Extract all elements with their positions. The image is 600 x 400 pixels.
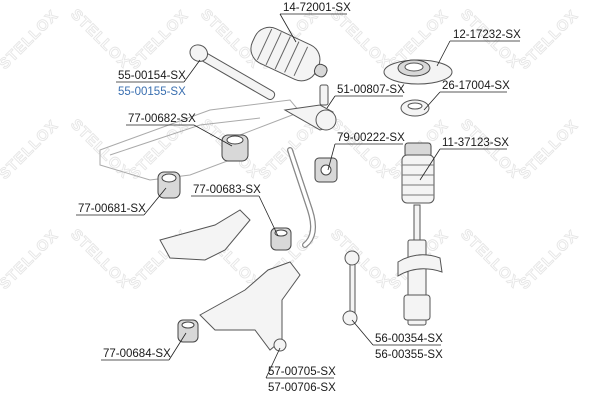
watermark-text: STELLOX [0,227,62,293]
label-bearing[interactable]: 26-17004-SX [442,80,510,92]
label-strut-mount[interactable]: 12-17232-SX [453,29,521,41]
watermark-text: STELLOX [0,7,62,73]
control-arm-part [199,261,301,351]
watermark-text: STELLOX [327,6,393,72]
ball-joint-part [273,338,287,352]
tie-rod-part [189,44,276,100]
bushing-684-part [177,319,199,343]
label-tie-rod-2[interactable]: 55-00155-SX [118,86,186,98]
strut-mount-part [383,59,453,85]
leader-lines [76,13,520,379]
label-stab-bushing[interactable]: 79-00222-SX [337,132,405,144]
watermark-text: STELLOX [126,117,192,183]
bump-stop-part [401,142,435,204]
label-bushing-682[interactable]: 77-00682-SX [128,113,196,125]
shock-absorber-part [397,204,443,326]
bearing-part [400,99,430,117]
watermark-text: STELLOX [67,6,133,72]
label-ball-joint-1[interactable]: 57-00705-SX [268,366,336,378]
label-stab-link-2[interactable]: 56-00355-SX [375,349,443,361]
watermark-text: STELLOX [516,7,582,73]
label-boot[interactable]: 14-72001-SX [283,2,351,14]
label-tie-rod-end[interactable]: 51-00807-SX [337,84,405,96]
label-bushing-683[interactable]: 77-00683-SX [193,184,261,196]
label-bushing-681[interactable]: 77-00681-SX [78,203,146,215]
tie-rod-end-part [283,84,337,131]
watermark-text: STELLOX [67,226,133,292]
stabilizer-link-part [342,250,360,326]
bushing-682-part [221,134,249,162]
label-stab-link-1[interactable]: 56-00354-SX [375,333,443,345]
watermark-text: STELLOX [516,227,582,293]
bracket-part [159,209,251,261]
watermark-text: STELLOX [327,226,393,292]
stabilizer-bar-highlight [288,148,315,247]
label-bushing-684[interactable]: 77-00684-SX [103,348,171,360]
watermark-text: STELLOX [126,7,192,73]
bushing-683-part [270,227,292,251]
label-tie-rod-1[interactable]: 55-00154-SX [118,70,186,82]
stabilizer-bushing-part [314,157,338,183]
watermark-text: STELLOX [457,226,523,292]
label-ball-joint-2[interactable]: 57-00706-SX [268,382,336,394]
watermark-text: STELLOX [516,117,582,183]
watermark-text: STELLOX [0,117,62,183]
label-bump-stop[interactable]: 11-37123-SX [442,137,509,149]
